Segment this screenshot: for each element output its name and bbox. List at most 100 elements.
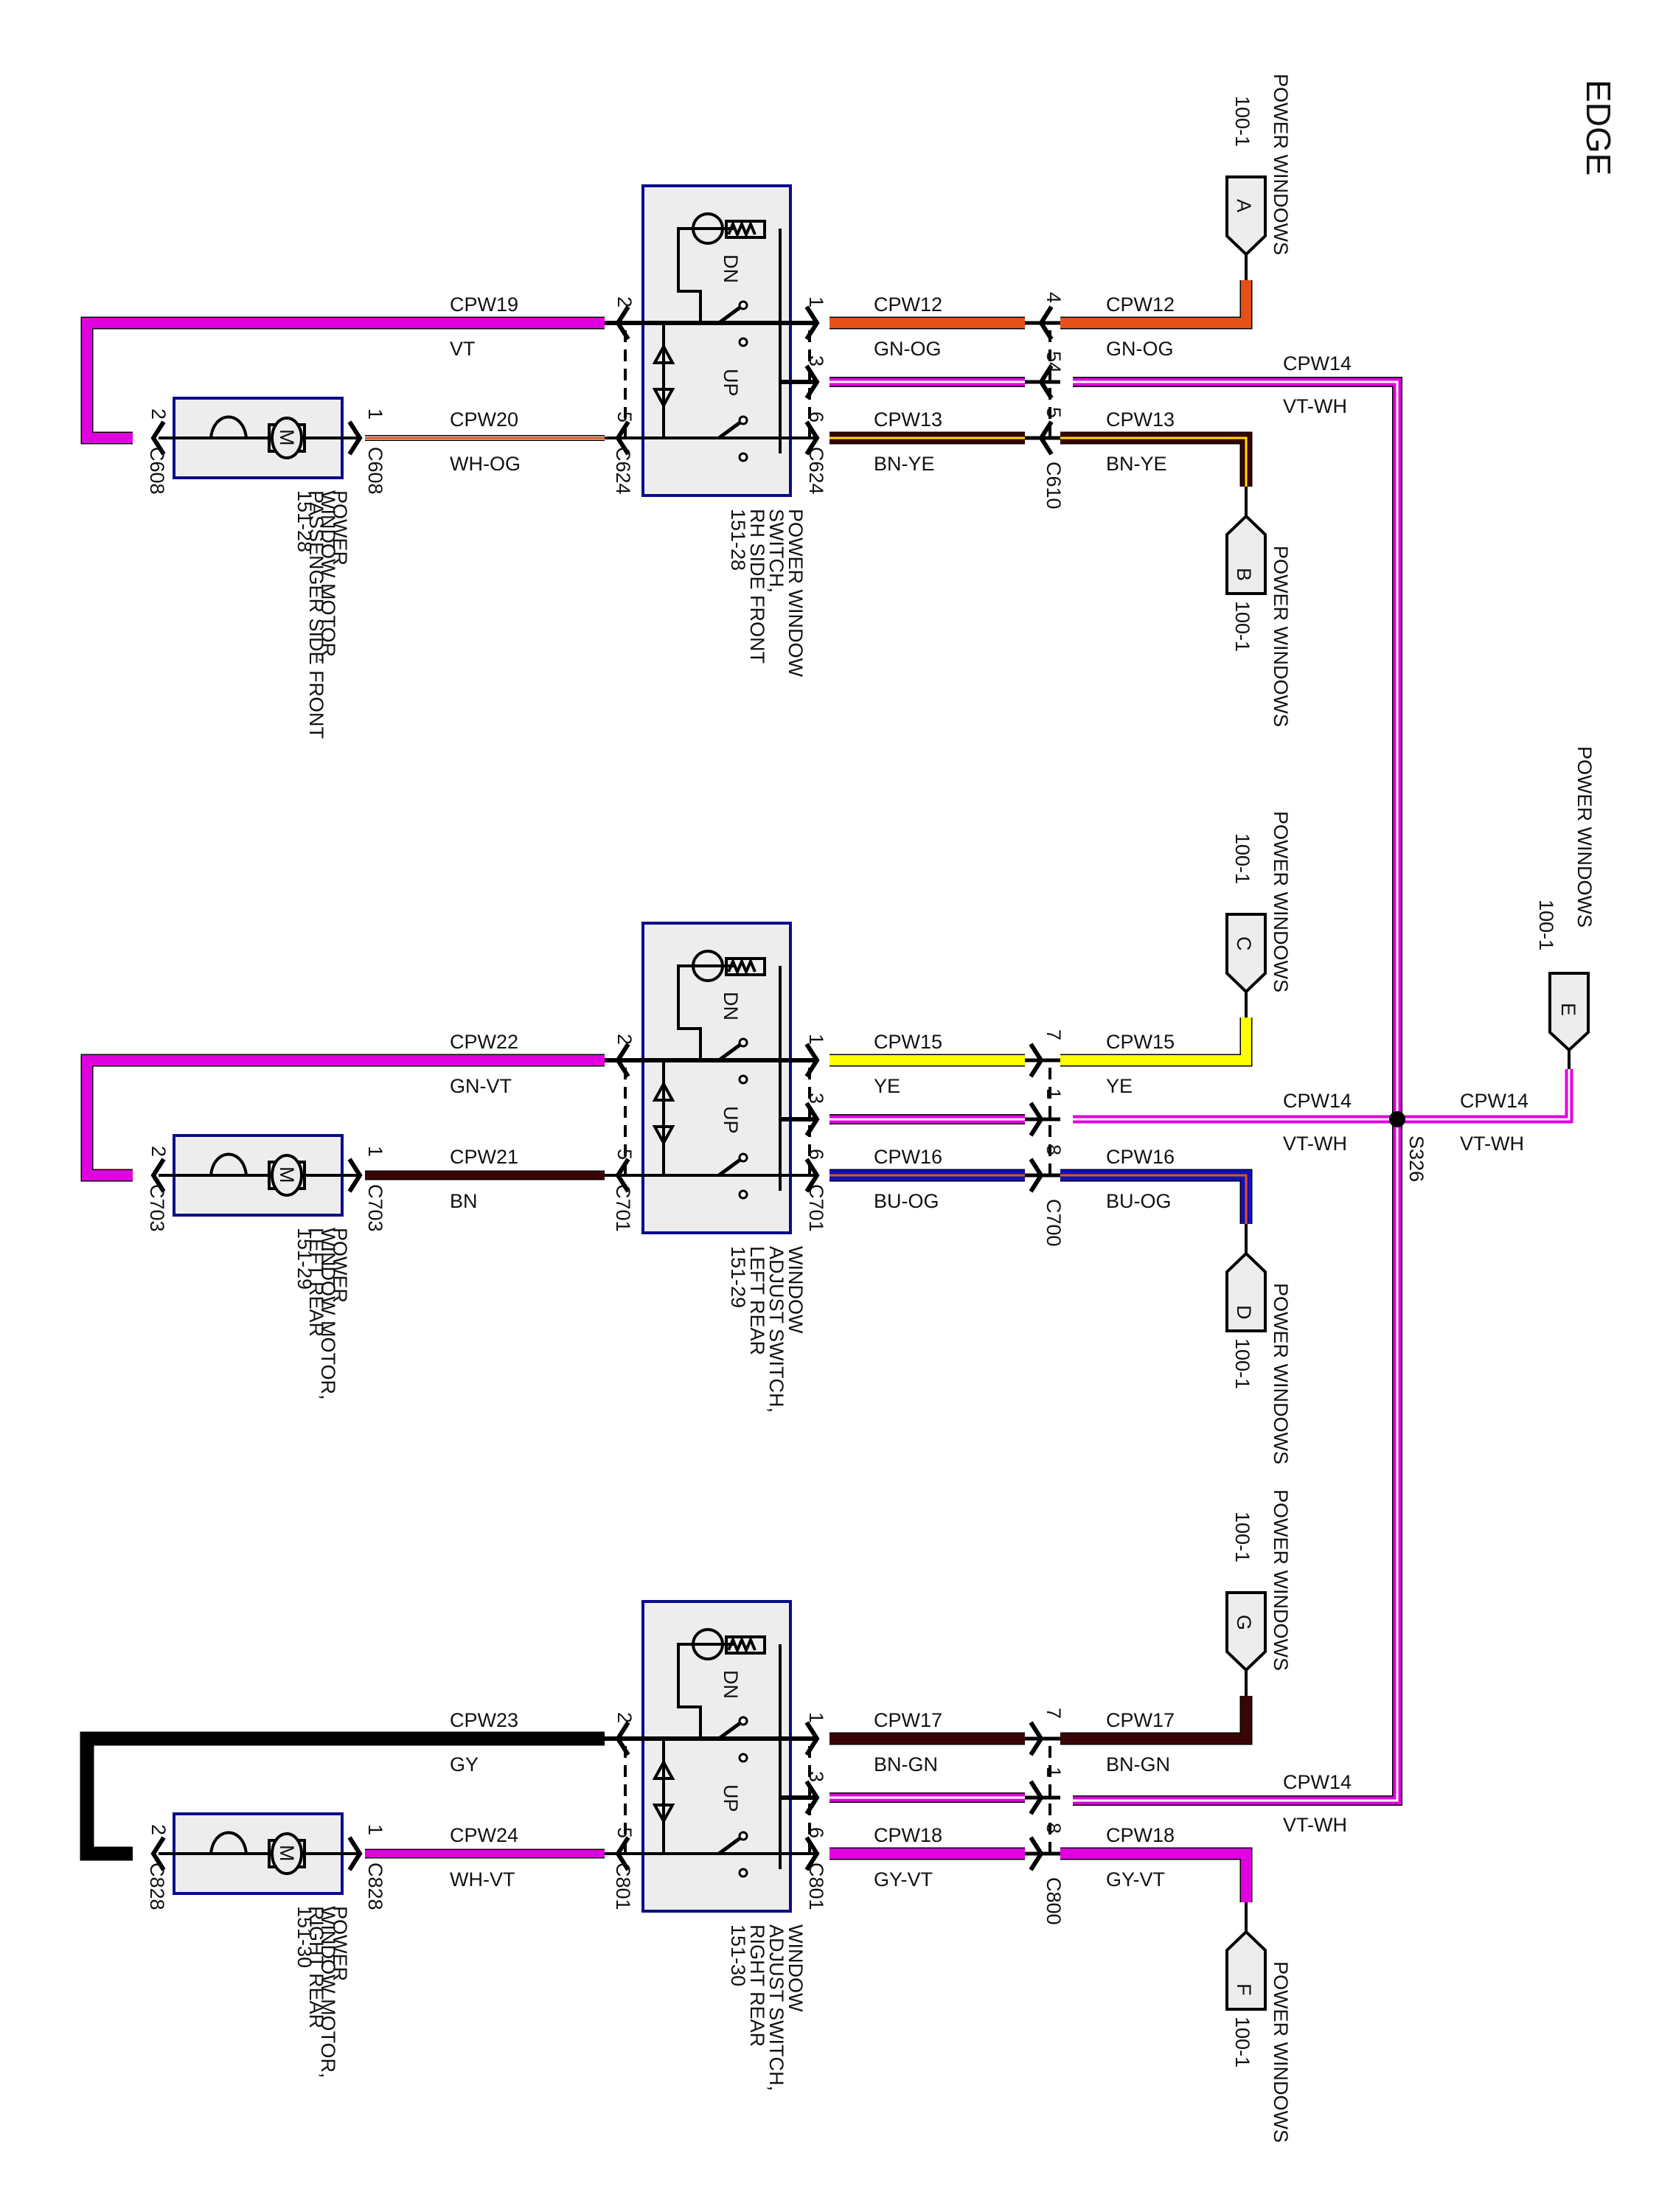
switch-name-line-3: LEFT REAR — [746, 1246, 768, 1355]
motor-symbol-label: M — [276, 429, 298, 446]
motor-connector-left-label: C703 — [146, 1184, 168, 1232]
switch-pin-2-label: 2 — [613, 1712, 636, 1723]
ref-tag-page: 100-1 — [1231, 1512, 1253, 1562]
wire-CPW17-b — [1060, 1696, 1253, 1745]
switch-pin-arrow-2 — [804, 1158, 820, 1193]
feed-circuit-label-4: CPW14 — [1283, 1771, 1352, 1793]
motor-name-line-3: RIGHT REAR — [305, 1906, 327, 2028]
motor-pin-2-arrow — [150, 1836, 166, 1871]
inline-pin-c-label: 8 — [1043, 1144, 1065, 1155]
switch-pin-2-label: 2 — [613, 1034, 636, 1045]
indicator-lamp-icon — [692, 1628, 724, 1660]
motor-pin-1-arrow — [347, 1158, 363, 1193]
resistor-icon — [725, 1635, 766, 1655]
switch-pin-arrow-2 — [804, 1836, 820, 1871]
ref-tag-shape — [1225, 175, 1267, 257]
motor-connector-right-label: C703 — [364, 1184, 386, 1232]
switch-pin-6-label: 6 — [805, 411, 827, 422]
wire-CPW12-b — [1060, 280, 1253, 330]
inline-pin-c-label: 5 — [1043, 407, 1065, 418]
switch-pin-arrow-0 — [804, 1721, 820, 1756]
resistor-icon — [725, 957, 766, 976]
circuit-label-w6-b: CPW16 — [1106, 1146, 1175, 1168]
diagram-title: EDGE — [1579, 80, 1618, 175]
motor-pin-2-arrow — [150, 420, 166, 456]
up-terminal — [738, 415, 748, 425]
resistor-zigzag — [727, 1635, 757, 1655]
inline-connector-label: C610 — [1043, 462, 1065, 509]
circuit-label-w6-b: CPW18 — [1106, 1824, 1175, 1846]
feed-color-label-4: VT-WH — [1283, 1814, 1347, 1836]
dn-contact-icon — [717, 305, 742, 325]
motor-pin-left-label: 2 — [147, 408, 170, 420]
motor-pin-1-arrow — [347, 1836, 363, 1871]
motor-connector-left-label: C828 — [146, 1863, 168, 1910]
feed-color-label-2: VT-WH — [1283, 1133, 1347, 1155]
feed-circuit-label-1: CPW14 — [1283, 352, 1352, 375]
switch-lamp-line — [677, 964, 734, 1060]
motor-name-line-1: POWER — [329, 1906, 351, 1981]
ref-tag-letter: C — [1233, 936, 1255, 951]
switch-pin-3-label: 3 — [805, 1771, 827, 1782]
ref-tag-e[interactable]: E POWER WINDOWS 100-1 — [1535, 746, 1596, 1052]
ref-tag-label: POWER WINDOWS — [1270, 1283, 1292, 1464]
switch-connector-left-label: C624 — [612, 447, 634, 495]
inline-connector-label: C800 — [1043, 1877, 1065, 1925]
color-label-motor-bottom: WH-VT — [450, 1868, 515, 1891]
motor-breaker-icon — [209, 1831, 248, 1854]
inline-connector-label: C700 — [1043, 1199, 1065, 1247]
switch-pin-2-arrow — [615, 305, 630, 341]
wire-CPW22-base — [82, 1055, 605, 1180]
diode-up-icon — [652, 343, 675, 364]
motor-name-line-4: 151-28 — [293, 490, 316, 552]
wire-CPW19-outline — [80, 316, 605, 445]
color-label-w1-a: BN-GN — [874, 1753, 938, 1775]
switch-connector-right-label: C801 — [805, 1863, 827, 1910]
switch-up-label: UP — [720, 1784, 742, 1812]
color-label-w1-a: YE — [874, 1075, 900, 1097]
inline-pin-a-label: 4 — [1043, 292, 1065, 303]
up-terminal — [738, 1152, 748, 1163]
ref-tag-letter: G — [1233, 1615, 1255, 1630]
switch-name-line-2: SWITCH, — [765, 509, 787, 593]
switch-pin-5-arrow — [615, 420, 630, 456]
up-contact-icon — [717, 1835, 742, 1856]
splice-s326 — [1389, 1111, 1405, 1127]
inline-pin-a-label: 7 — [1043, 1029, 1065, 1040]
circuit-label-w1-b: CPW12 — [1106, 293, 1175, 316]
color-label-w6-a: BN-YE — [874, 453, 935, 475]
motor-pin-right-label: 1 — [364, 1824, 386, 1835]
color-label-w6-b: GY-VT — [1106, 1868, 1165, 1891]
motor-breaker-icon — [209, 415, 248, 439]
wire-CPW16-b — [1060, 1169, 1253, 1224]
ref-tag-page: 100-1 — [1231, 601, 1253, 652]
switch-pin-2-label: 2 — [613, 296, 636, 307]
inline-pin-b-label: 1 — [1043, 1767, 1065, 1778]
wire-CPW13-b — [1060, 431, 1253, 487]
dn-rest-terminal — [738, 1074, 748, 1085]
switch-up-label: UP — [720, 369, 742, 397]
motor-name-line-1: POWER — [329, 490, 351, 566]
circuit-label-w6-a: CPW16 — [874, 1146, 942, 1168]
color-label-w1-b: BN-GN — [1106, 1753, 1170, 1775]
wire-CPW23-base — [81, 1733, 605, 1860]
up-contact-icon — [717, 420, 742, 440]
color-label-motor-top: GN-VT — [450, 1075, 512, 1097]
ref-tag-label: POWER WINDOWS — [1270, 74, 1292, 255]
ref-tag-label: POWER WINDOWS — [1270, 1961, 1292, 2143]
circuit-label-motor-bottom: CPW21 — [450, 1146, 518, 1168]
motor-name-line-2: WINDOW MOTOR, — [317, 490, 339, 662]
inline-pin-c-label: 8 — [1043, 1823, 1065, 1834]
inline-pin-a-label: 7 — [1043, 1708, 1065, 1719]
ref-tag-shape — [1225, 1591, 1267, 1672]
ref-tag-letter: B — [1233, 568, 1255, 581]
